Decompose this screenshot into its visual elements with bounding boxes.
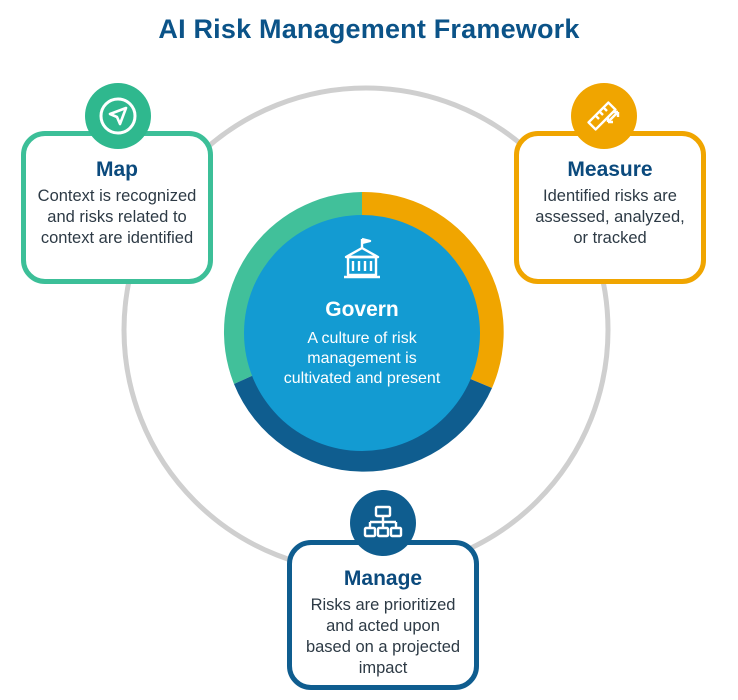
ruler-icon	[587, 101, 620, 131]
building-icon	[344, 237, 380, 279]
manage-heading: Manage	[343, 567, 423, 590]
measure-badge	[571, 83, 637, 149]
map-card: Map Context is recognized and risks rela…	[21, 131, 213, 284]
measure-text: Identified risks are assessed, analyzed,…	[535, 187, 685, 247]
govern-section: Govern A culture of risk management is c…	[244, 215, 480, 451]
page-title: AI Risk Management Framework	[158, 14, 580, 44]
manage-badge	[350, 490, 416, 556]
govern-ring-measure-segment	[362, 191, 504, 388]
map-heading: Map	[96, 158, 138, 181]
map-text: Context is recognized and risks related …	[37, 187, 197, 247]
govern-circle	[244, 215, 480, 451]
govern-ring-manage-segment	[234, 374, 492, 472]
manage-card: Manage Risks are prioritized and acted u…	[287, 540, 479, 690]
govern-heading: Govern	[325, 298, 399, 321]
map-badge	[85, 83, 151, 149]
govern-text: A culture of risk management is cultivat…	[283, 330, 441, 387]
navigation-arrow-icon	[99, 97, 137, 135]
manage-text: Risks are prioritized and acted upon bas…	[305, 596, 461, 677]
govern-ring-map-segment	[223, 192, 362, 384]
measure-heading: Measure	[567, 158, 653, 181]
measure-card: Measure Identified risks are assessed, a…	[514, 131, 706, 284]
hierarchy-icon	[363, 505, 403, 538]
